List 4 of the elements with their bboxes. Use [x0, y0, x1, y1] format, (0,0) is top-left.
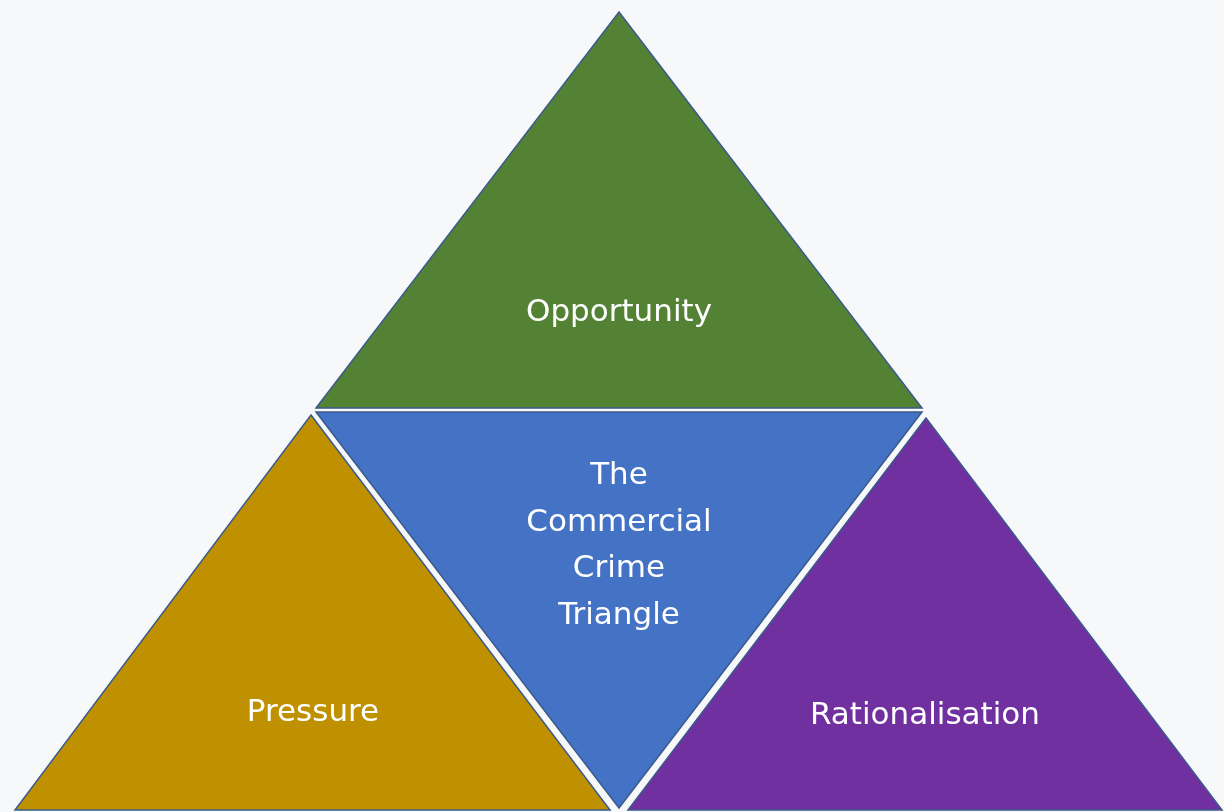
segment-label: Rationalisation: [809, 694, 1041, 733]
segment-label: Opportunity: [525, 291, 713, 330]
segment-label: The Commercial Crime Triangle: [525, 454, 713, 633]
segment-label: Pressure: [245, 691, 381, 730]
